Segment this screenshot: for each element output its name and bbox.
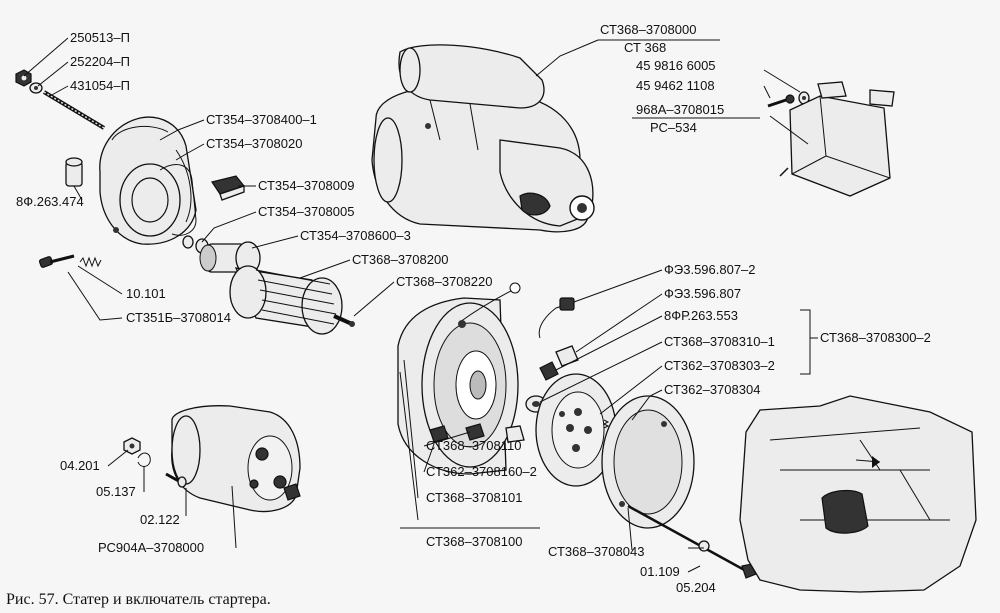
label-3708400: СТ354–3708400–1 <box>206 112 317 127</box>
label-pc904: РС904А–3708000 <box>98 540 204 555</box>
engine-block <box>739 395 977 593</box>
label-3708014: СТ351Б–3708014 <box>126 310 231 325</box>
screw-10101 <box>38 254 75 268</box>
part-8fr263553 <box>539 361 559 381</box>
bolt-431054 <box>42 90 106 130</box>
armature-3708200 <box>229 265 355 335</box>
washer-05137 <box>137 452 151 467</box>
label-pc534: РС–534 <box>650 120 697 135</box>
insulator-fe807 <box>555 345 579 367</box>
label-1108: 45 9462 1108 <box>636 78 715 93</box>
label-252204: 252204–П <box>70 54 130 69</box>
starter-assembly-3708000 <box>371 44 595 233</box>
figure-caption: Рис. 57. Статер и включатель стартера. <box>6 591 271 608</box>
label-110: СТ368–3708110 <box>426 438 521 453</box>
solenoid-pc904a-3708000 <box>171 405 301 513</box>
brush-holders-3708160 <box>429 423 525 443</box>
label-05204: 05.204 <box>676 580 716 595</box>
drive-end-cover-3708400 <box>99 116 197 245</box>
label-3708000: СТ368–3708000 <box>600 22 696 37</box>
drive-pinion-3708600 <box>199 241 261 275</box>
label-04201: 04.201 <box>60 458 100 473</box>
label-10101: 10.101 <box>126 286 166 301</box>
label-160: СТ362–3708160–2 <box>426 464 537 479</box>
label-fe807-2: ФЭ3.596.807–2 <box>664 262 756 277</box>
label-fe807: ФЭ3.596.807 <box>664 286 741 301</box>
label-101: СТ368–3708101 <box>426 490 522 505</box>
label-300: СТ368–3708300–2 <box>820 330 931 345</box>
wire-fe807-2 <box>538 297 575 339</box>
gasket-3708304 <box>601 395 695 529</box>
label-05137: 05.137 <box>96 484 136 499</box>
screw-02122 <box>165 472 187 488</box>
label-3708020: СТ354–3708020 <box>206 136 302 151</box>
labels: 250513–П 252204–П 431054–П СТ354–3708400… <box>6 22 931 608</box>
label-8f263474: 8Ф.263.474 <box>16 194 84 209</box>
label-431054: 431054–П <box>70 78 130 93</box>
brush-3708009 <box>211 175 246 201</box>
label-3708200: СТ368–3708200 <box>352 252 448 267</box>
leader-lines <box>23 37 818 573</box>
label-01109: 01.109 <box>640 564 680 579</box>
label-100: СТ368–3708100 <box>426 534 522 549</box>
label-8fr553: 8ФР.263.553 <box>664 308 738 323</box>
label-250513: 250513–П <box>70 30 130 45</box>
label-02122: 02.122 <box>140 512 180 527</box>
bushing-8f263474 <box>65 157 83 187</box>
label-6005: 45 9816 6005 <box>636 58 716 73</box>
washer-6005 <box>798 91 810 105</box>
relay-968a-3708015 <box>779 81 895 197</box>
label-3708009: СТ354–3708009 <box>258 178 354 193</box>
label-968a: 968А–3708015 <box>636 102 724 117</box>
label-310: СТ368–3708310–1 <box>664 334 775 349</box>
label-ct368: СТ 368 <box>624 40 666 55</box>
label-3708005: СТ354–3708005 <box>258 204 354 219</box>
label-043: СТ368–3708043 <box>548 544 644 559</box>
label-304: СТ362–3708304 <box>664 382 760 397</box>
nut-250513 <box>15 69 32 87</box>
label-303: СТ362–3708303–2 <box>664 358 775 373</box>
screw-1108 <box>767 94 795 108</box>
spring-3708020 <box>159 164 197 236</box>
spring-3708014 <box>79 256 102 268</box>
end-cover-3708303 <box>535 373 617 487</box>
label-3708600: СТ354–3708600–3 <box>300 228 411 243</box>
label-3708220: СТ368–3708220 <box>396 274 492 289</box>
